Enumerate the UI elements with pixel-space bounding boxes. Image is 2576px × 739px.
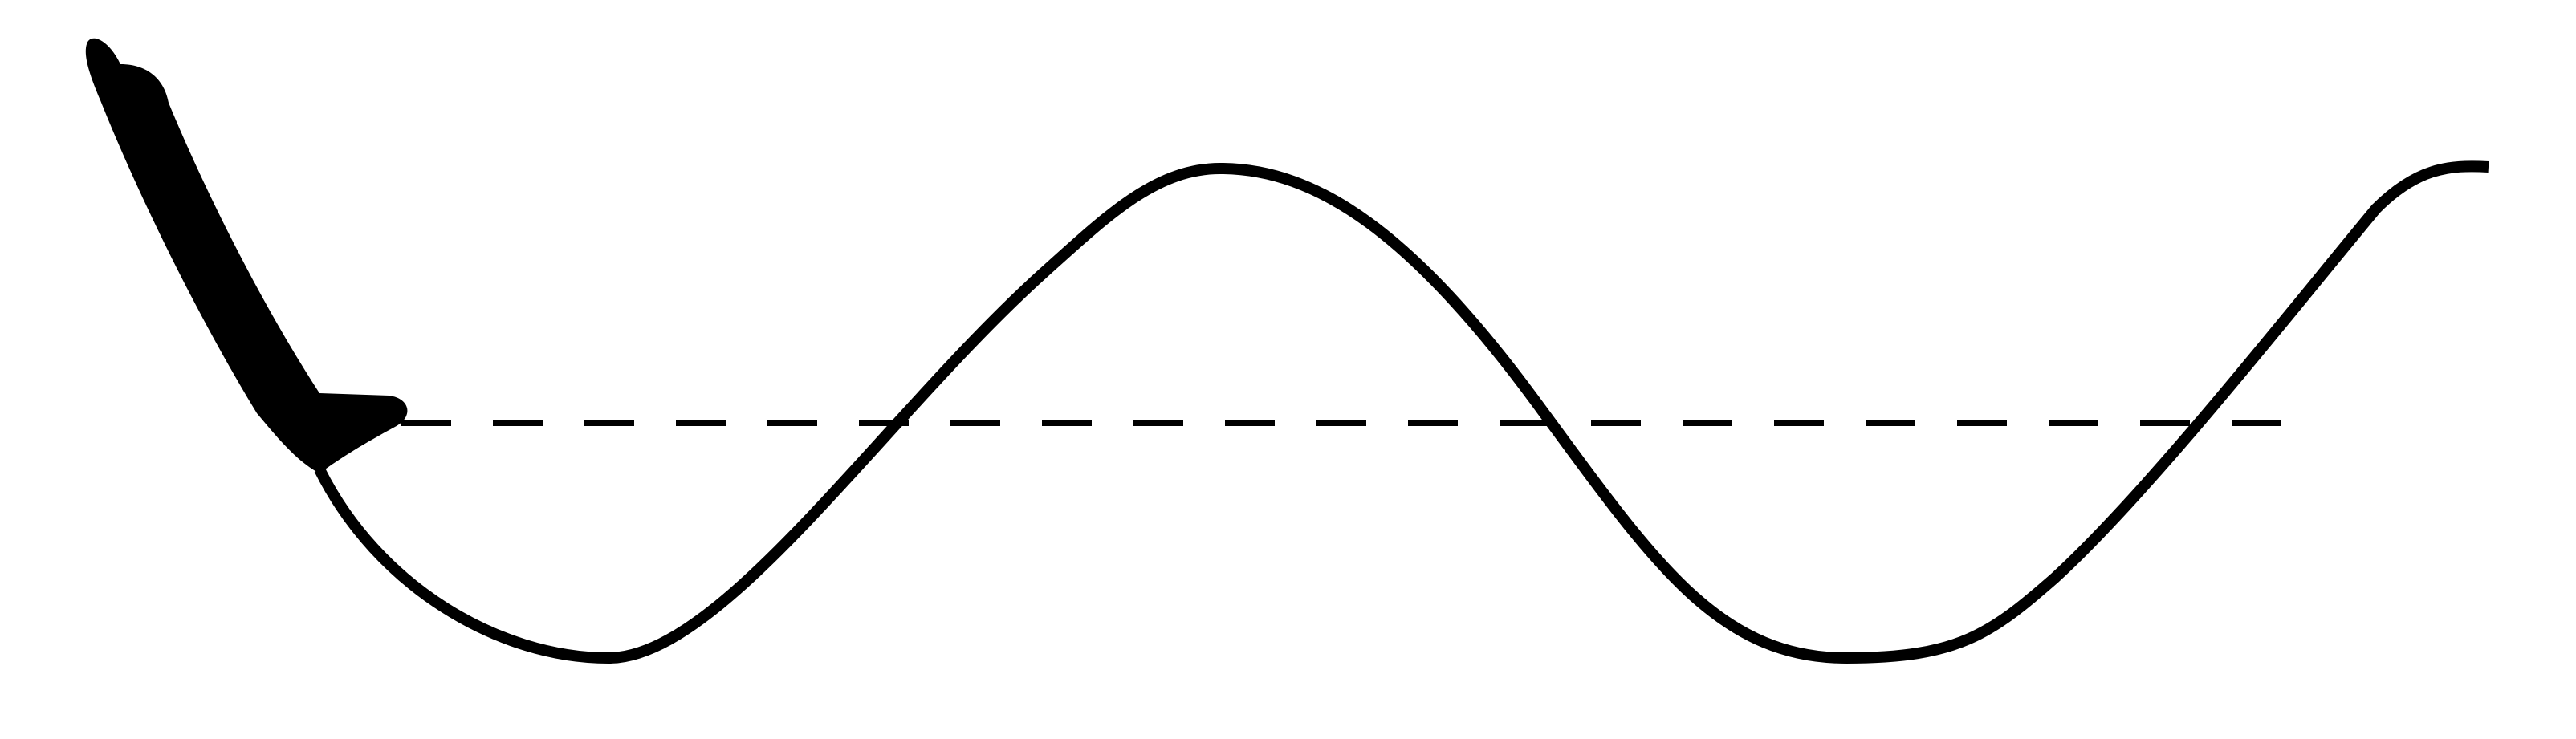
wave-curve [314, 160, 2489, 664]
pen-icon [85, 38, 408, 474]
